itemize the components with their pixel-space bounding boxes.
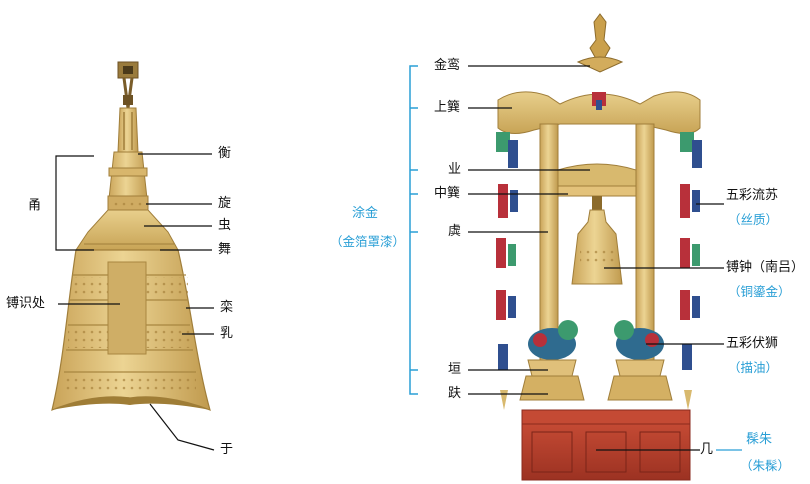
label-ju: 虡 bbox=[448, 224, 462, 239]
label-yuan: 垣 bbox=[448, 362, 462, 377]
frame-ji-top bbox=[521, 409, 691, 425]
label-tongliujin: （铜鎏金） bbox=[728, 284, 791, 299]
right-bell-frame-figure bbox=[496, 13, 702, 481]
frame-zhongsun bbox=[557, 185, 637, 197]
frame-tassels-left bbox=[496, 132, 518, 410]
label-luan: 栾 bbox=[220, 300, 234, 315]
label-zhongsun: 中簨 bbox=[434, 186, 461, 201]
label-xiuzhu: 髹朱 bbox=[746, 432, 773, 447]
label-ji: 几 bbox=[700, 442, 714, 457]
bracket-title: 涂金 bbox=[352, 206, 379, 221]
right-leader-lines bbox=[468, 65, 742, 451]
frame-ju-left bbox=[539, 123, 559, 365]
label-wu: 舞 bbox=[218, 242, 232, 257]
frame-yuan-right bbox=[615, 359, 665, 377]
label-xuan: 旋 bbox=[218, 196, 232, 211]
frame-shangsun bbox=[497, 91, 701, 134]
frame-ye bbox=[557, 163, 637, 187]
label-chong: 虫 bbox=[218, 218, 232, 233]
left-bell-figure bbox=[51, 61, 211, 412]
label-fu: 趺 bbox=[448, 386, 462, 401]
bell-heng bbox=[117, 107, 139, 153]
label-miaoyou: （描油） bbox=[728, 360, 779, 375]
label-yu: 于 bbox=[220, 442, 234, 457]
label-wucai-fushi: 五彩伏狮 bbox=[726, 336, 779, 351]
frame-lion-left bbox=[528, 320, 578, 360]
label-yong: 甬 bbox=[28, 198, 42, 213]
label-wucai-liusu: 五彩流苏 bbox=[726, 188, 779, 203]
label-ye: 业 bbox=[448, 162, 462, 177]
frame-ju-right bbox=[635, 123, 655, 365]
label-sizhi: （丝质） bbox=[728, 212, 779, 227]
bell-mouth bbox=[52, 396, 210, 410]
bell-inscription-panel bbox=[107, 261, 147, 355]
frame-fu-right bbox=[607, 375, 673, 401]
coating-bracket bbox=[409, 65, 418, 395]
frame-yuan-left bbox=[527, 359, 577, 377]
label-heng: 衡 bbox=[218, 146, 232, 161]
label-boshichu: 镈识处 bbox=[6, 296, 46, 311]
label-bozhong: 镈钟（南吕） bbox=[726, 260, 805, 275]
frame-tassels-right bbox=[680, 132, 702, 410]
label-zhuxiu: （朱髹） bbox=[740, 458, 791, 473]
label-ru: 乳 bbox=[220, 326, 234, 341]
left-leader-lines bbox=[55, 153, 215, 451]
frame-fu-left bbox=[519, 375, 585, 401]
label-shangsun: 上簨 bbox=[434, 100, 461, 115]
frame-ji bbox=[521, 423, 691, 481]
label-jinluan: 金鸾 bbox=[434, 58, 461, 73]
bracket-subtitle: （金箔罩漆） bbox=[330, 234, 406, 249]
